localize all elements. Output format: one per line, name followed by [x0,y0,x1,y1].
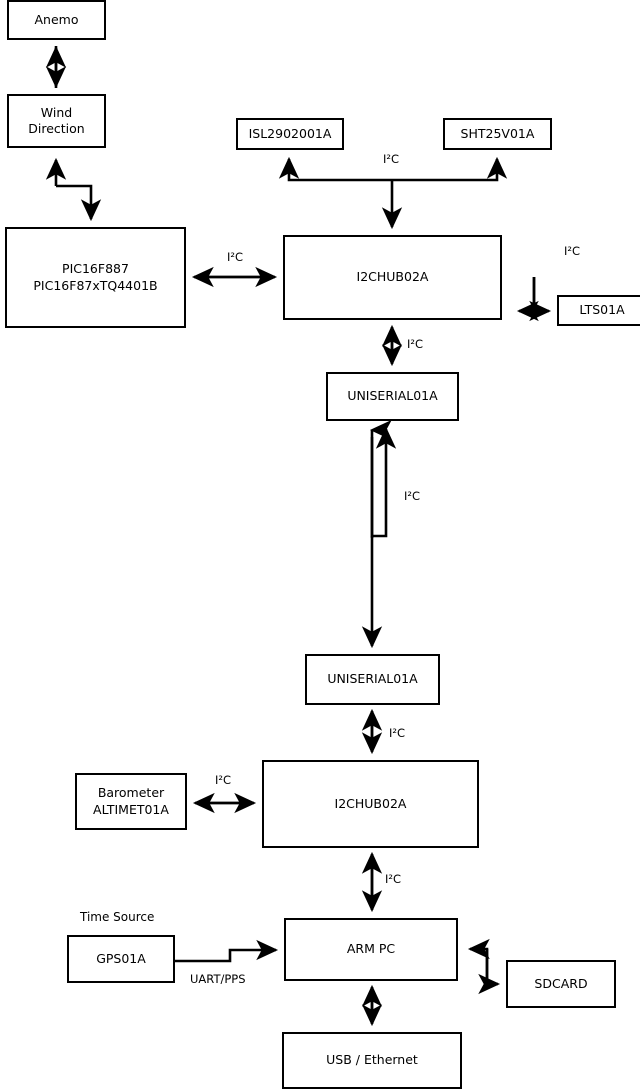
edge-label-i2c-baro-hub2: I²C [215,773,232,787]
node-wind-direction[interactable]: Wind Direction [7,94,106,148]
node-uniserial01a-upper[interactable]: UNISERIAL01A [326,372,459,421]
wire-gps-arm [175,939,279,963]
edge-label-i2c-hub-lts: I²C [564,244,581,258]
wire-lts-hub [516,277,539,322]
edge-label-i2c-hub-uniserial: I²C [407,337,424,351]
node-arm-pc[interactable]: ARM PC [284,918,458,981]
node-pic-microcontroller[interactable]: PIC16F887 PIC16F87xTQ4401B [5,227,186,328]
node-i2chub02a-top[interactable]: I2CHUB02A [283,235,502,320]
wire-wind-pic-down [56,184,102,222]
wire-bus-isl [278,156,392,182]
wire-arm-to-sdcard [478,949,501,995]
edge-label-i2c-hub-sensors: I²C [383,152,400,166]
wire-uniserial-step [372,426,397,538]
edge-label-i2c-uniserial-uniserial: I²C [404,489,421,503]
node-lts01a[interactable]: LTS01A [557,295,640,326]
edge-label-i2c-pic-hub: I²C [227,250,244,264]
wire-bus-sht [392,156,508,182]
edge-label-i2c-uniserial-hub2: I²C [389,726,406,740]
edge-label-uart-pps: UART/PPS [190,972,246,986]
wire-hub-lts [529,277,552,322]
edge-label-i2c-hub2-arm: I²C [385,872,402,886]
node-anemo[interactable]: Anemo [7,0,106,40]
node-i2chub02a-bottom[interactable]: I2CHUB02A [262,760,479,848]
node-sdcard[interactable]: SDCARD [506,960,616,1008]
node-sht25v01a[interactable]: SHT25V01A [443,118,552,150]
node-usb-ethernet[interactable]: USB / Ethernet [282,1032,462,1089]
node-isl2902001a[interactable]: ISL2902001A [236,118,344,150]
node-barometer-altimet01a[interactable]: Barometer ALTIMET01A [75,773,187,830]
wire-arm-from-sdcard [467,938,490,984]
node-uniserial01a-lower[interactable]: UNISERIAL01A [305,654,440,705]
label-time-source: Time Source [80,910,155,924]
node-gps01a[interactable]: GPS01A [67,935,175,983]
